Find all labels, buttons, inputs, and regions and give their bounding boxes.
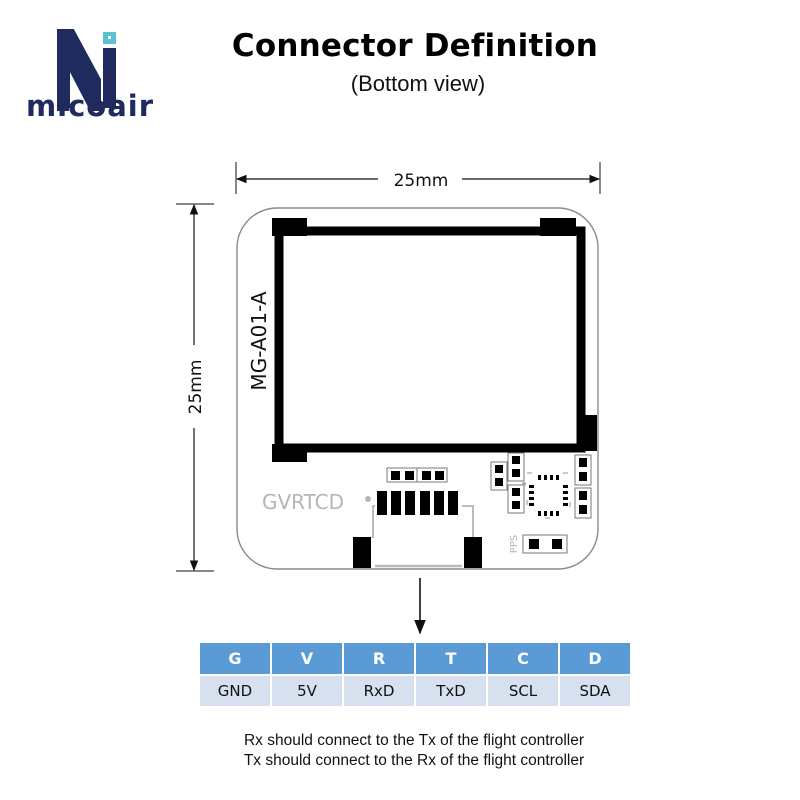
width-dimension: 25mm [235, 162, 601, 194]
page-title: Connector Definition [231, 28, 599, 64]
wiring-notes: Rx should connect to the Tx of the fligh… [0, 731, 800, 771]
pin-code-row: G V R T C D [200, 643, 630, 674]
pin-definition-table: G V R T C D GND 5V RxD TxD SCL SDA [198, 641, 632, 708]
height-label: 25mm [186, 360, 206, 415]
wiring-note: Tx should connect to the Rx of the fligh… [243, 752, 585, 769]
pin-name-cell: SCL [488, 676, 558, 706]
pin-name-cell: RxD [344, 676, 414, 706]
pps-pads: PPS [509, 534, 568, 554]
board-diagram: 25mm 25mm MG-A01-A GVRTCD [176, 162, 601, 635]
connector-6pin: GVRTCD [262, 490, 482, 568]
pin-code-cell: C [488, 643, 558, 674]
pin-name-row: GND 5V RxD TxD SCL SDA [200, 676, 630, 706]
pin-code-cell: T [416, 643, 486, 674]
pin-code-cell: V [272, 643, 342, 674]
pps-label: PPS [509, 535, 520, 553]
gnss-antenna-pad [272, 218, 597, 462]
pin-name-cell: TxD [416, 676, 486, 706]
connector-silk-label: GVRTCD [262, 490, 344, 514]
pin-code-cell: D [560, 643, 630, 674]
logo-mark [57, 29, 116, 111]
micoair-logo: micoair [26, 29, 154, 123]
pin-name-cell: GND [200, 676, 270, 706]
width-label: 25mm [394, 171, 449, 191]
sensor-ic-cluster [490, 452, 592, 519]
logo-wordmark: micoair [26, 89, 154, 123]
solder-pads-4 [386, 467, 448, 483]
page-subtitle: (Bottom view) [350, 71, 486, 96]
pin-code-cell: R [344, 643, 414, 674]
model-label: MG-A01-A [247, 291, 271, 390]
pin-name-cell: SDA [560, 676, 630, 706]
board-outline [236, 207, 599, 570]
wiring-note: Rx should connect to the Tx of the fligh… [243, 732, 585, 749]
pin-code-cell: G [200, 643, 270, 674]
height-dimension: 25mm [176, 203, 214, 572]
pin-name-cell: 5V [272, 676, 342, 706]
